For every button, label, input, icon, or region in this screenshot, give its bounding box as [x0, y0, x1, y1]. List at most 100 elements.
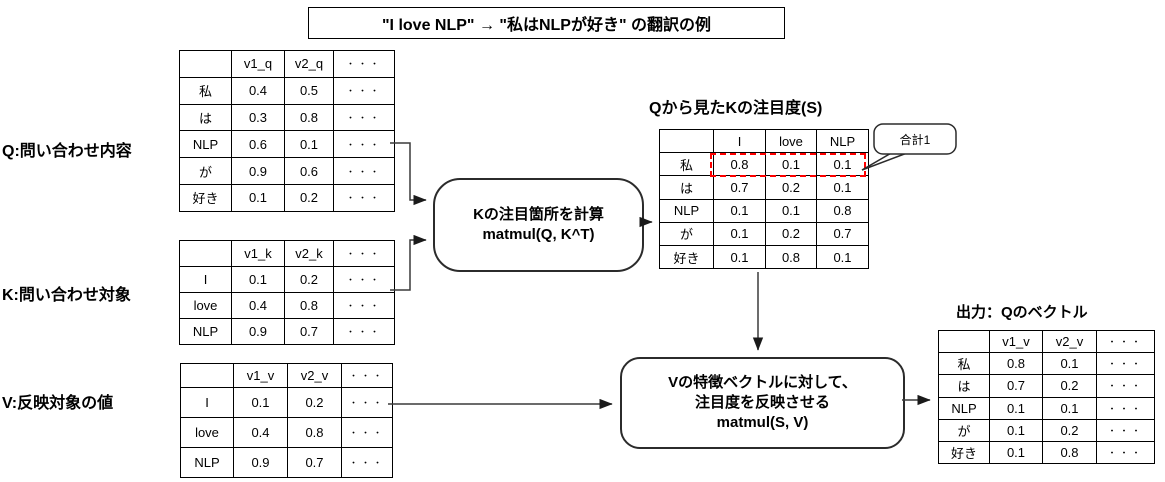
- header-cell: v1_v: [233, 363, 288, 388]
- sum-to-one-highlight: [710, 153, 866, 177]
- value-cell: 0.1: [816, 244, 869, 270]
- value-cell: 0.1: [989, 440, 1043, 465]
- value-cell: 0.1: [989, 396, 1043, 420]
- v-label: V:反映対象の値: [2, 395, 114, 412]
- value-cell: 0.2: [284, 266, 334, 293]
- arrow-k-to-qk-matmul: [390, 234, 427, 291]
- value-cell: 0.3: [231, 103, 285, 132]
- value-cell: 0.6: [231, 130, 285, 159]
- header-cell: I: [713, 128, 766, 154]
- value-cell: 0.2: [1042, 374, 1097, 398]
- value-cell: ・・・: [1096, 352, 1155, 376]
- header-cell: [180, 363, 234, 388]
- value-cell: 0.8: [765, 244, 817, 270]
- qk-matmul-line1: Kの注目箇所を計算: [473, 205, 604, 223]
- value-cell: 0.7: [989, 374, 1043, 398]
- value-cell: 0.1: [713, 244, 766, 270]
- k-label: K:問い合わせ対象: [2, 287, 131, 304]
- value-cell: 0.8: [287, 417, 342, 448]
- value-cell: ・・・: [1096, 440, 1155, 465]
- header-cell: [179, 240, 232, 267]
- row-label-cell: I: [179, 266, 232, 293]
- header-cell: v2_q: [284, 50, 334, 78]
- header-cell: [659, 128, 714, 154]
- value-cell: 0.8: [989, 352, 1043, 376]
- value-cell: 0.2: [284, 183, 334, 212]
- row-label-cell: 好き: [938, 440, 990, 465]
- value-cell: 0.9: [231, 157, 285, 185]
- header-cell: ・・・: [333, 50, 395, 78]
- value-cell: 0.9: [233, 447, 288, 478]
- row-label-cell: NLP: [938, 396, 990, 420]
- qk-matmul-box: Kの注目箇所を計算 matmul(Q, K^T): [433, 178, 644, 272]
- row-label-cell: NLP: [179, 318, 232, 345]
- value-cell: 0.1: [233, 387, 288, 418]
- value-cell: 0.6: [284, 157, 334, 185]
- value-cell: 0.2: [765, 221, 817, 246]
- value-cell: ・・・: [333, 318, 395, 345]
- value-cell: ・・・: [341, 387, 393, 418]
- value-cell: ・・・: [333, 157, 395, 185]
- value-cell: 0.7: [287, 447, 342, 478]
- row-label-cell: は: [179, 103, 232, 132]
- value-cell: 0.1: [1042, 352, 1097, 376]
- row-label-cell: NLP: [180, 447, 234, 478]
- value-cell: 0.1: [765, 198, 817, 223]
- sv-matmul-line1: Vの特徴ベクトルに対して、: [668, 373, 857, 391]
- row-label-cell: 好き: [659, 244, 714, 270]
- header-cell: v1_q: [231, 50, 285, 78]
- row-label-cell: love: [180, 417, 234, 448]
- value-cell: ・・・: [1096, 374, 1155, 398]
- value-cell: 0.5: [284, 76, 334, 105]
- value-cell: ・・・: [341, 447, 393, 478]
- output-table-title: 出力：Qのベクトル: [956, 304, 1088, 321]
- diagram-title: "I love NLP" → "私はNLPが好き" の翻訳の例: [381, 17, 712, 34]
- row-label-cell: NLP: [659, 198, 714, 223]
- header-cell: ・・・: [333, 240, 395, 267]
- sv-matmul-line2: 注目度を反映させる: [694, 393, 830, 411]
- value-cell: 0.1: [1042, 396, 1097, 420]
- row-label-cell: 私: [938, 352, 990, 376]
- header-cell: love: [765, 128, 817, 154]
- row-label-cell: NLP: [179, 130, 232, 159]
- value-cell: ・・・: [333, 266, 395, 293]
- row-label-cell: が: [938, 418, 990, 442]
- row-label-cell: が: [179, 157, 232, 185]
- row-label-cell: が: [659, 221, 714, 246]
- sv-matmul-box: Vの特徴ベクトルに対して、 注目度を反映させる matmul(S, V): [620, 357, 905, 449]
- row-label-cell: I: [180, 387, 234, 418]
- value-cell: 0.4: [231, 292, 285, 319]
- value-cell: ・・・: [1096, 396, 1155, 420]
- sum-callout-label: 合計1: [899, 132, 931, 147]
- value-cell: 0.1: [816, 175, 869, 200]
- header-cell: [179, 50, 232, 78]
- value-cell: 0.7: [816, 221, 869, 246]
- value-cell: 0.4: [233, 417, 288, 448]
- arrow-q-to-qk-matmul: [390, 142, 427, 206]
- value-cell: 0.2: [1042, 418, 1097, 442]
